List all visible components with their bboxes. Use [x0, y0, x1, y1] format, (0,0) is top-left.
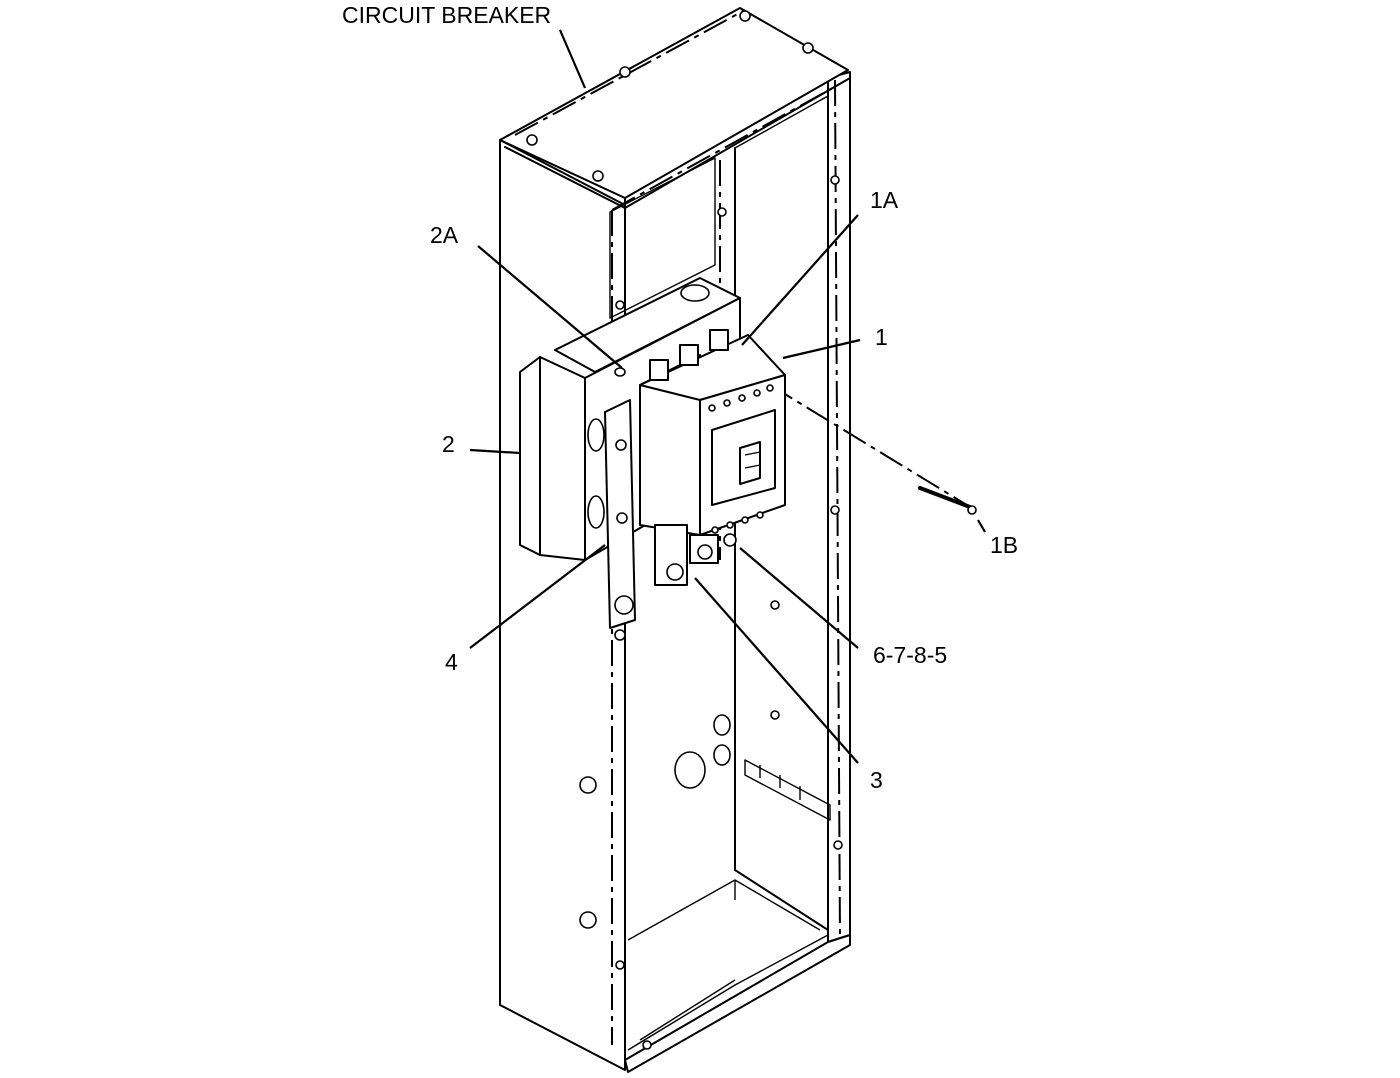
label-1a: 1A [870, 187, 899, 213]
enclosure-fasteners [526, 10, 843, 1050]
bus-bar [604, 399, 636, 641]
label-4: 4 [445, 649, 458, 675]
label-6-7-8-5: 6-7-8-5 [873, 642, 947, 668]
circuit-breaker-body [639, 329, 786, 586]
callout-labels: CIRCUIT BREAKER 1A 2A 1 2 1B 4 6-7-8-5 3 [342, 2, 1018, 793]
label-2: 2 [442, 431, 455, 457]
label-2a: 2A [430, 222, 459, 248]
label-1b: 1B [990, 532, 1018, 558]
leader-lines [469, 29, 986, 764]
label-circuit-breaker: CIRCUIT BREAKER [342, 2, 551, 28]
label-1: 1 [875, 324, 888, 350]
label-3: 3 [870, 767, 883, 793]
